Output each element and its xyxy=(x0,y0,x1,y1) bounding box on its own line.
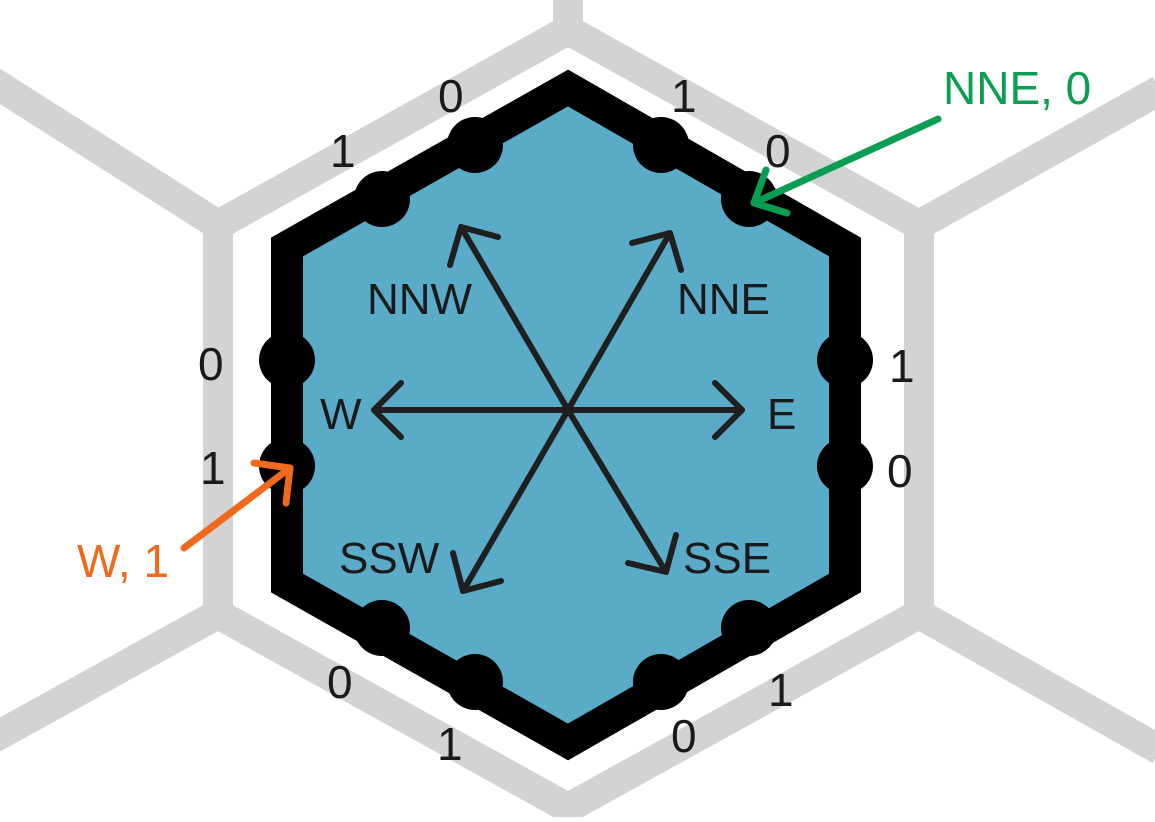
grid-edge xyxy=(0,68,227,238)
port-dot xyxy=(354,600,410,656)
grid-edge xyxy=(911,76,1155,239)
port-dot xyxy=(633,654,689,710)
direction-label-w: W xyxy=(320,390,362,439)
direction-label-nnw: NNW xyxy=(367,275,473,324)
direction-label-ssw: SSW xyxy=(339,534,440,583)
direction-label-sse: SSE xyxy=(683,534,771,583)
callout-label-w-one: W, 1 xyxy=(77,535,169,587)
port-label: 1 xyxy=(671,70,697,122)
port-label: 0 xyxy=(438,70,464,122)
port-dot xyxy=(447,117,503,173)
arrow-ssw xyxy=(460,407,571,594)
direction-label-nne: NNE xyxy=(677,275,770,324)
callout-arrow-green xyxy=(750,115,942,207)
port-label: 1 xyxy=(437,718,463,770)
callout-label-nne-zero: NNE, 0 xyxy=(943,62,1091,114)
port-label: 1 xyxy=(330,125,356,177)
port-label: 0 xyxy=(198,338,224,390)
grid-edge xyxy=(0,600,226,752)
arrow-w-head xyxy=(371,380,404,440)
port-label: 0 xyxy=(765,125,791,177)
port-dot xyxy=(817,438,873,494)
callout-nne-zero: NNE, 0 xyxy=(750,62,1091,217)
callout-arrowhead-orange xyxy=(250,459,294,507)
port-label: 0 xyxy=(327,656,353,708)
arrow-nnw xyxy=(458,224,571,413)
port-dot xyxy=(817,332,873,388)
port-label: 0 xyxy=(671,710,697,762)
port-dot xyxy=(721,600,777,656)
callout-arrow-orange xyxy=(180,464,294,552)
port-dot xyxy=(354,171,410,227)
port-label: 0 xyxy=(887,445,913,497)
port-label: 1 xyxy=(200,442,226,494)
callout-w-one: W, 1 xyxy=(77,459,294,587)
arrow-sse xyxy=(565,407,669,575)
arrow-sse-head xyxy=(625,532,679,575)
arrow-nnw-head xyxy=(447,224,501,268)
port-dot xyxy=(447,654,503,710)
direction-label-e: E xyxy=(767,390,796,439)
port-label: 1 xyxy=(768,664,794,716)
port-dot xyxy=(259,332,315,388)
arrow-nne xyxy=(565,230,673,413)
direction-arrows xyxy=(371,224,745,594)
arrow-nne-head xyxy=(629,230,684,273)
port-label: 1 xyxy=(889,340,915,392)
port-dots xyxy=(259,117,873,710)
grid-edge xyxy=(911,600,1155,764)
arrow-ssw-head xyxy=(450,550,504,594)
port-dot xyxy=(633,117,689,173)
arrow-e-head xyxy=(712,380,745,440)
callout-arrowhead-green xyxy=(750,166,791,217)
